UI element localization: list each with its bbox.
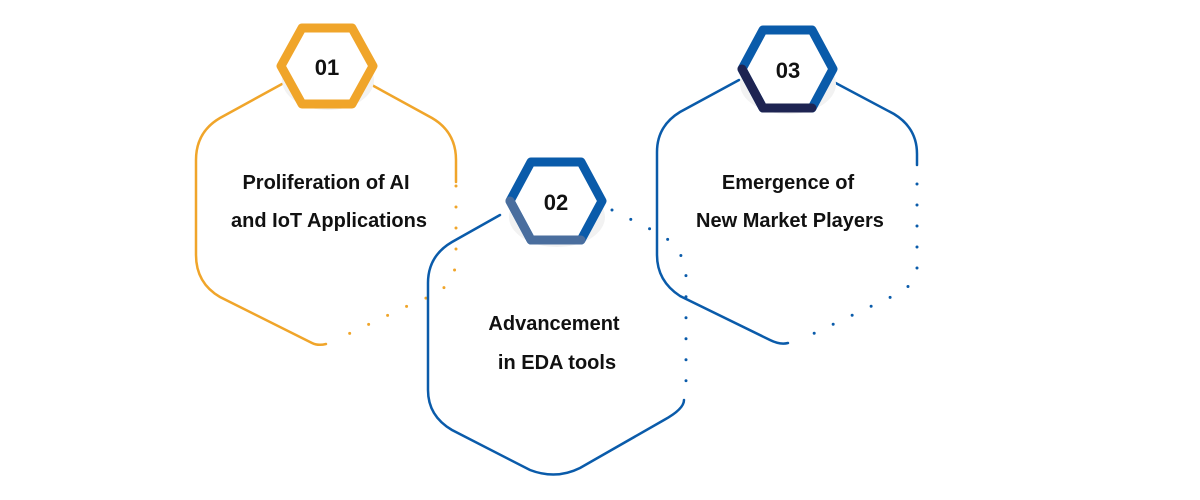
item-01-number: 01	[315, 55, 339, 80]
item-01-dotted-outline	[338, 184, 458, 340]
item-02-title-line2: in EDA tools	[498, 352, 616, 374]
item-02: 02 Advancement in EDA tools	[426, 157, 688, 476]
item-03-number: 03	[776, 58, 800, 83]
item-03-title-line1: Emergence of	[722, 172, 855, 194]
item-02-badge-accent	[505, 196, 586, 245]
item-03-outline	[655, 78, 919, 345]
item-01-outline	[194, 82, 458, 347]
item-03: 03 Emergence of New Market Players	[655, 25, 919, 345]
item-03-title-line2: New Market Players	[696, 210, 884, 232]
item-01-title-line2: and IoT Applications	[231, 210, 427, 232]
item-01-title-line1: Proliferation of AI	[242, 172, 409, 194]
item-01: 01 Proliferation of AI and IoT Applicati…	[194, 23, 458, 347]
item-02-number: 02	[544, 190, 568, 215]
item-03-dotted-outline	[798, 182, 919, 342]
item-02-title-line1: Advancement	[488, 313, 619, 335]
item-02-outline	[426, 213, 686, 476]
item-01-badge	[276, 23, 378, 109]
item-02-dotted-outline	[610, 208, 688, 390]
item-03-badge-accent	[737, 64, 817, 113]
